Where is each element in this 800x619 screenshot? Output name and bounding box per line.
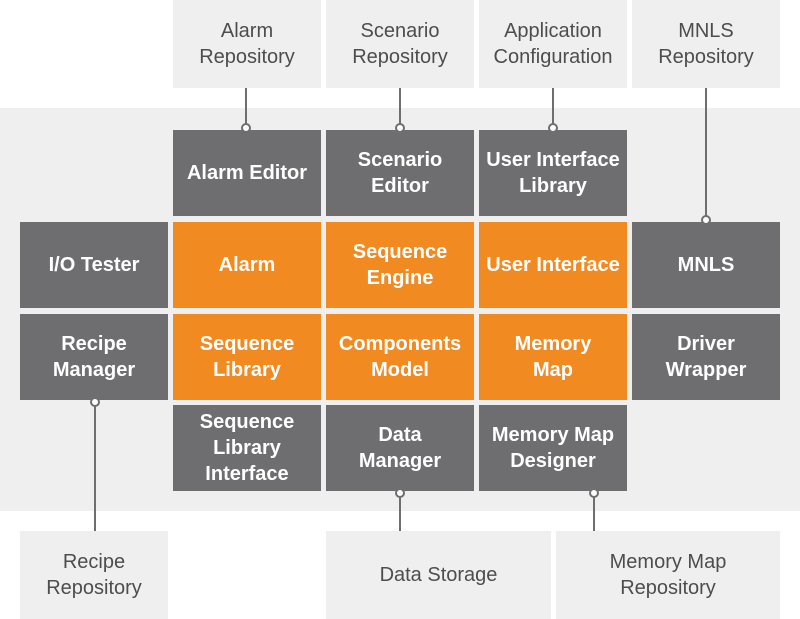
- alarm-editor-box: Alarm Editor: [173, 130, 321, 216]
- components-model-box: Components Model: [326, 314, 474, 400]
- sequence-library-interface-box: Sequence Library Interface: [173, 405, 321, 491]
- memory-map-repository-box: Memory Map Repository: [556, 531, 780, 619]
- data-storage-box: Data Storage: [326, 531, 551, 619]
- driver-wrapper-box: Driver Wrapper: [632, 314, 780, 400]
- sequence-engine-box: Sequence Engine: [326, 222, 474, 308]
- alarm-repository-box: Alarm Repository: [173, 0, 321, 88]
- io-tester-box: I/O Tester: [20, 222, 168, 308]
- memory-map-box: Memory Map: [479, 314, 627, 400]
- scenario-editor-box: Scenario Editor: [326, 130, 474, 216]
- application-configuration-box: Application Configuration: [479, 0, 627, 88]
- mnls-repository-box: MNLS Repository: [632, 0, 780, 88]
- user-interface-box: User Interface: [479, 222, 627, 308]
- sequence-library-box: Sequence Library: [173, 314, 321, 400]
- memory-map-designer-box: Memory Map Designer: [479, 405, 627, 491]
- alarm-box: Alarm: [173, 222, 321, 308]
- scenario-repository-box: Scenario Repository: [326, 0, 474, 88]
- mnls-box: MNLS: [632, 222, 780, 308]
- user-interface-library-box: User Interface Library: [479, 130, 627, 216]
- recipe-manager-box: Recipe Manager: [20, 314, 168, 400]
- recipe-repository-box: Recipe Repository: [20, 531, 168, 619]
- data-manager-box: Data Manager: [326, 405, 474, 491]
